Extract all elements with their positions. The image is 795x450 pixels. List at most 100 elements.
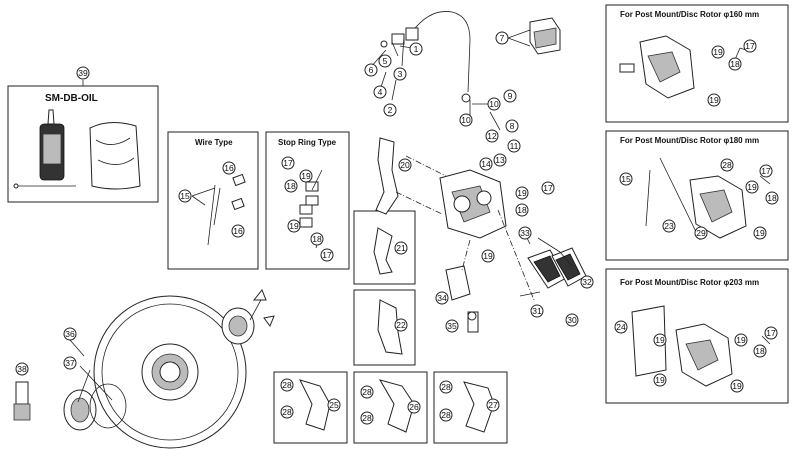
callout-number: 15 [621, 174, 631, 184]
callout-17c: 17 [541, 181, 555, 195]
callout-21: 21 [394, 241, 408, 255]
callout-number: 9 [508, 91, 513, 101]
callout-10: 10 [487, 97, 501, 111]
callout-number: 17 [543, 183, 553, 193]
callout-19c: 19 [515, 186, 529, 200]
callout-number: 28 [362, 413, 372, 423]
callout-28g: 28 [720, 158, 734, 172]
callout-20: 20 [398, 158, 412, 172]
callout-8: 8 [505, 119, 519, 133]
adapter-box-22 [353, 289, 416, 366]
callout-number: 15 [180, 191, 190, 201]
callout-18c: 18 [515, 203, 529, 217]
callout-12: 12 [485, 129, 499, 143]
callout-10b: 10 [459, 113, 473, 127]
callout-number: 28 [722, 160, 732, 170]
hub [221, 289, 275, 345]
callout-16: 16 [222, 161, 236, 175]
callout-number: 19 [289, 221, 299, 231]
stop-ring-title: Stop Ring Type [278, 138, 337, 147]
callout-number: 38 [17, 364, 27, 374]
callout-number: 19 [517, 188, 527, 198]
callout-15b: 15 [619, 172, 633, 186]
callout-number: 17 [322, 250, 332, 260]
callout-number: 35 [447, 321, 457, 331]
callout-36: 36 [63, 327, 77, 341]
adapter-box-27 [433, 371, 508, 444]
callouts: 1 2 3 4 5 6 7 8 9 10 10 11 12 13 14 15 1… [15, 31, 779, 425]
callout-35: 35 [445, 319, 459, 333]
callout-19l: 19 [653, 373, 667, 387]
callout-number: 8 [510, 121, 515, 131]
callout-6: 6 [364, 63, 378, 77]
callout-24: 24 [614, 320, 628, 334]
callout-number: 24 [616, 322, 626, 332]
callout-number: 2 [388, 105, 393, 115]
callout-number: 28 [441, 410, 451, 420]
callout-number: 13 [495, 155, 505, 165]
callout-25: 25 [327, 398, 341, 412]
stop-ring-panel: Stop Ring Type [265, 131, 350, 270]
callout-3: 3 [393, 67, 407, 81]
post-180-title: For Post Mount/Disc Rotor φ180 mm [620, 136, 759, 145]
callout-23: 23 [662, 219, 676, 233]
callout-19a: 19 [299, 169, 313, 183]
callout-number: 19 [755, 228, 765, 238]
callout-5: 5 [378, 54, 392, 68]
callout-number: 21 [396, 243, 406, 253]
callout-26: 26 [407, 400, 421, 414]
callout-13: 13 [493, 153, 507, 167]
callout-30: 30 [565, 313, 579, 327]
callout-number: 39 [78, 68, 88, 78]
callout-19f: 19 [707, 93, 721, 107]
callout-number: 17 [745, 41, 755, 51]
callout-33: 33 [518, 226, 532, 240]
callout-28b: 28 [280, 405, 294, 419]
callout-number: 32 [582, 277, 592, 287]
oil-panel-title: SM-DB-OIL [45, 93, 98, 104]
callout-19h: 19 [753, 226, 767, 240]
callout-number: 1 [414, 44, 419, 54]
callout-number: 33 [520, 228, 530, 238]
callout-number: 25 [329, 400, 339, 410]
callout-number: 6 [369, 65, 374, 75]
callout-27: 27 [486, 398, 500, 412]
callout-18d: 18 [728, 57, 742, 71]
callout-number: 11 [510, 141, 519, 151]
funnel-bag-illustration [89, 122, 141, 190]
callout-1: 1 [409, 42, 423, 56]
callout-number: 28 [282, 380, 292, 390]
callout-number: 19 [732, 381, 742, 391]
callout-19i: 19 [734, 333, 748, 347]
callout-number: 29 [696, 228, 706, 238]
callout-18f: 18 [753, 344, 767, 358]
callout-number: 4 [378, 87, 383, 97]
callout-17f: 17 [764, 326, 778, 340]
callout-19k: 19 [653, 333, 667, 347]
callout-number: 17 [283, 158, 293, 168]
post-203-panel: For Post Mount/Disc Rotor φ203 mm [605, 268, 789, 404]
callout-number: 18 [286, 181, 296, 191]
callout-34: 34 [435, 291, 449, 305]
lockring-tool [13, 381, 31, 421]
callout-28e: 28 [439, 380, 453, 394]
callout-19b: 19 [287, 219, 301, 233]
callout-number: 30 [567, 315, 577, 325]
callout-19d: 19 [481, 249, 495, 263]
callout-4: 4 [373, 85, 387, 99]
callout-19e: 19 [711, 45, 725, 59]
callout-number: 20 [400, 160, 410, 170]
oil-panel: SM-DB-OIL [7, 80, 159, 203]
caliper-body [439, 169, 507, 239]
callout-number: 23 [664, 221, 674, 231]
callout-number: 28 [362, 387, 372, 397]
adapter-box-25 [273, 371, 348, 444]
callout-number: 17 [761, 166, 771, 176]
callout-number: 19 [736, 335, 746, 345]
callout-15: 15 [178, 189, 192, 203]
callout-number: 12 [487, 131, 497, 141]
callout-number: 27 [488, 400, 498, 410]
callout-19j: 19 [730, 379, 744, 393]
callout-22: 22 [394, 318, 408, 332]
callout-9: 9 [503, 89, 517, 103]
